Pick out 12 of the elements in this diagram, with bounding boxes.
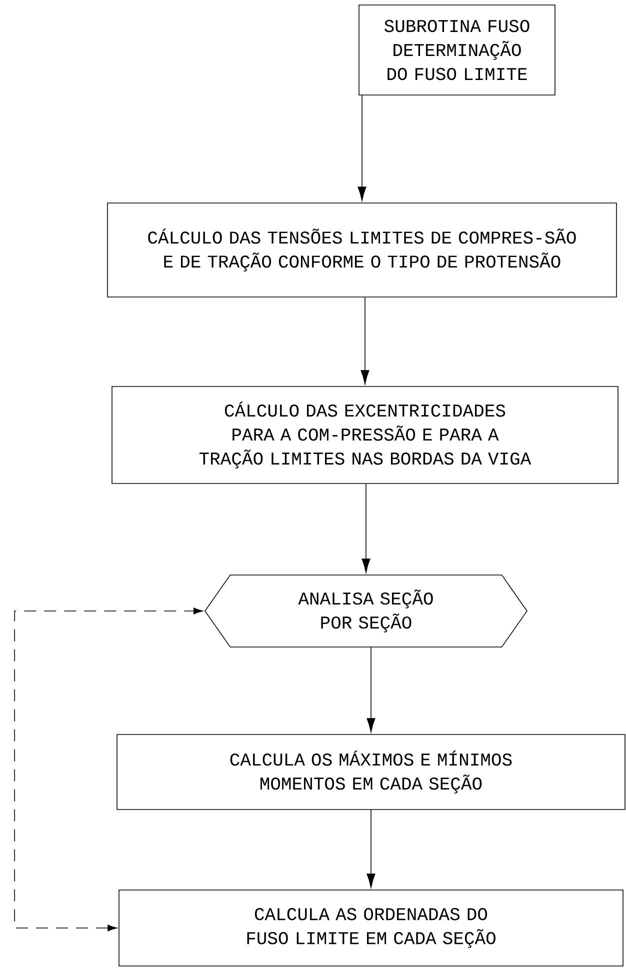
process-box: SUBROTINA FUSO DETERMINAÇÃO DO FUSO LIMITE — [358, 4, 556, 96]
loop-arrow — [14, 608, 203, 932]
process-box: CALCULA AS ORDENADAS DO FUSO LIMITE EM CADA SEÇÃO — [118, 890, 624, 966]
arrow — [366, 810, 376, 888]
process-box: CÁLCULO DAS EXCENTRICIDADES PARA A COM-PRESSÃO E PARA A TRAÇÃO LIMITES NAS BORDAS DA VIGA — [112, 386, 618, 484]
decision-hexagon: ANALISA SEÇÃO POR SEÇÃO — [204, 574, 528, 648]
arrow — [362, 484, 370, 573]
arrow — [360, 297, 370, 384]
process-box: CALCULA OS MÁXIMOS E MÍNIMOS MOMENTOS EM CADA SEÇÃO — [116, 734, 626, 810]
process-box: CÁLCULO DAS TENSÕES LIMITES DE COMPRES-SÃO E DE TRAÇÃO CONFORME O TIPO DE PROTENSÃO — [107, 202, 617, 298]
arrow — [358, 95, 366, 201]
arrow — [366, 647, 376, 732]
